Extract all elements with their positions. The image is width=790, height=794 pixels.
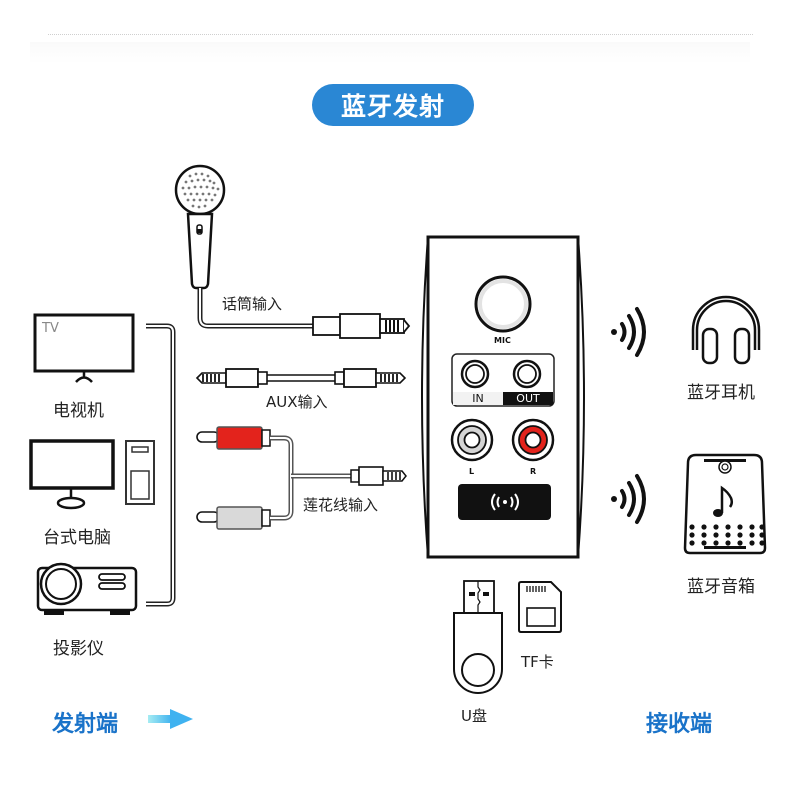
header-fade-band [30,42,750,64]
desktop-label: 台式电脑 [43,528,111,548]
rca-input-label: 莲花线输入 [303,496,379,514]
headphones-icon [691,295,761,365]
rca-cable-icon [196,426,407,530]
direction-arrow-icon [148,709,193,729]
left-channel-label: L [469,467,475,476]
desktop-computer-icon [29,439,155,510]
mic-jack-plug-icon [312,313,411,339]
title-badge: 蓝牙发射 [312,84,474,126]
in-port-label: IN [472,392,484,405]
transmit-end-label: 发射端 [52,712,119,737]
header-divider [48,34,753,35]
usb-drive-icon [453,580,503,694]
projector-label: 投影仪 [53,639,104,659]
mic-port-label: MIC [494,336,511,345]
microphone-icon [174,164,226,290]
out-port-label: OUT [516,392,540,405]
bluetooth-speaker-icon [683,453,767,555]
bluetooth-signal-icon [491,493,519,511]
aux-input-label: AUX输入 [266,393,328,411]
wireless-signal-icon [611,474,646,524]
tv-icon [33,313,135,383]
speaker-label: 蓝牙音箱 [687,577,755,597]
tv-label: 电视机 [53,401,104,421]
bluetooth-transmitter-device [421,235,585,559]
tv-screen-text: TV [42,321,59,336]
right-channel-label: R [530,467,537,476]
receive-end-label: 接收端 [646,712,713,737]
aux-cable-icon [195,368,407,388]
tf-card-icon [518,581,562,633]
projector-icon [36,562,138,615]
wireless-signal-icon [611,307,646,357]
headphones-label: 蓝牙耳机 [687,383,755,403]
usb-label: U盘 [461,707,487,725]
mic-input-label: 话筒输入 [222,295,283,313]
tf-card-label: TF卡 [521,653,554,671]
